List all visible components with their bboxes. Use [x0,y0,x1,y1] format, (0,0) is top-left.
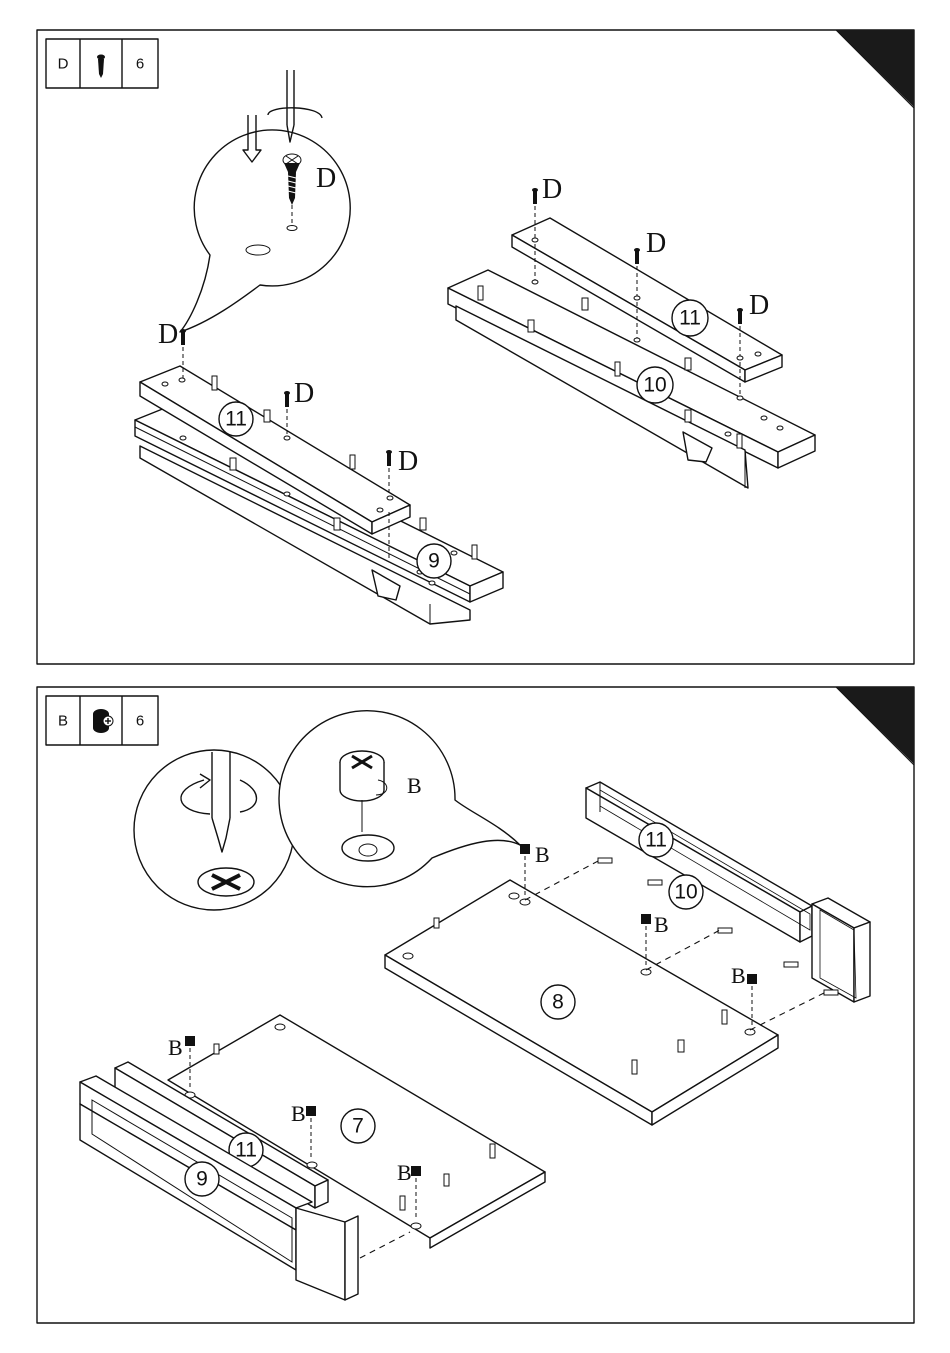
cam-lock-icon [93,709,113,733]
panel-label-11-lower: 11 [235,1139,257,1162]
left-screw-label-2: D [294,378,314,409]
panel-label-9: 9 [428,550,440,573]
screw-icon [97,55,105,79]
right-screw-label-3: D [749,290,769,321]
cam-label-2: B [654,912,669,937]
right-screw-label-2: D [646,228,666,259]
right-screw-label-1: D [542,174,562,205]
cam-label-5: B [291,1101,306,1126]
step-1-parts-letter: D [58,56,69,73]
panel-label-8: 8 [552,991,564,1014]
step-1-panel: D 6 [37,30,914,664]
step-1-callout-label: D [316,163,336,194]
cam-label-1: B [535,842,550,867]
lower-assembly: 7 11 9 B B B [80,1015,545,1300]
panel-label-11-right: 11 [679,307,701,330]
panel-label-11-left: 11 [225,408,247,431]
left-screw-label-3: D [398,446,418,477]
panel-label-7: 7 [352,1115,364,1138]
step-2-panel: B 6 [37,687,914,1323]
left-screw-label-1: D [158,319,178,350]
right-assembly: D D D 11 10 [448,174,815,488]
screwdriver-callout [134,750,294,910]
panel-label-11-upper: 11 [645,829,667,852]
cam-label-4: B [168,1035,183,1060]
cam-lock-callout: B [279,711,520,887]
step-2-callout-label: B [407,773,422,798]
step-1-screw-callout: D [180,70,350,332]
step-2-parts-box: B 6 [46,696,158,745]
panel-label-10: 10 [643,374,666,397]
cam-label-6: B [397,1160,412,1185]
step-1-parts-box: D 6 [46,39,158,88]
left-assembly: D D D 11 9 [135,319,503,624]
step-2-parts-letter: B [58,713,68,730]
panel-label-9-lower: 9 [196,1168,208,1191]
step-1-parts-count: 6 [136,56,144,73]
step-2-parts-count: 6 [136,713,144,730]
cam-label-3: B [731,963,746,988]
panel-label-10-upper: 10 [674,881,697,904]
